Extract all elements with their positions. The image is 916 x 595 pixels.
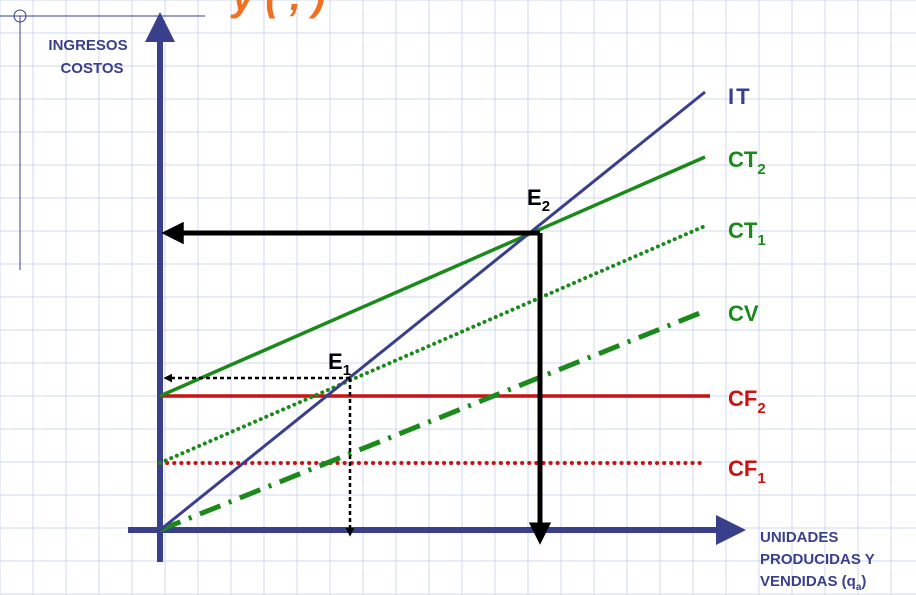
ct1-label: CT1 — [728, 218, 766, 249]
ct1-line — [158, 224, 707, 465]
cv-line — [159, 308, 706, 533]
x-axis-label-line3: VENDIDAS (qa) — [760, 573, 866, 593]
point-e2-label: E2 — [527, 185, 550, 215]
it-line — [159, 90, 706, 532]
cf2-label: CF2 — [728, 386, 766, 417]
it-label: IT — [728, 84, 752, 109]
y-axis-label-line2: COSTOS — [60, 60, 123, 77]
y-axis-label-line1: INGRESOS — [48, 37, 127, 54]
cf1-label: CF1 — [728, 456, 766, 487]
ct2-line — [159, 155, 706, 398]
cv-label: CV — [728, 301, 759, 326]
x-axis-label-line2: PRODUCIDAS Y — [760, 551, 875, 568]
point-e1-label: E1 — [328, 349, 351, 379]
slide-title-fragment: y ( , ) — [230, 0, 325, 19]
x-axis-label-line1: UNIDADES — [760, 529, 838, 546]
ct2-label: CT2 — [728, 147, 766, 178]
